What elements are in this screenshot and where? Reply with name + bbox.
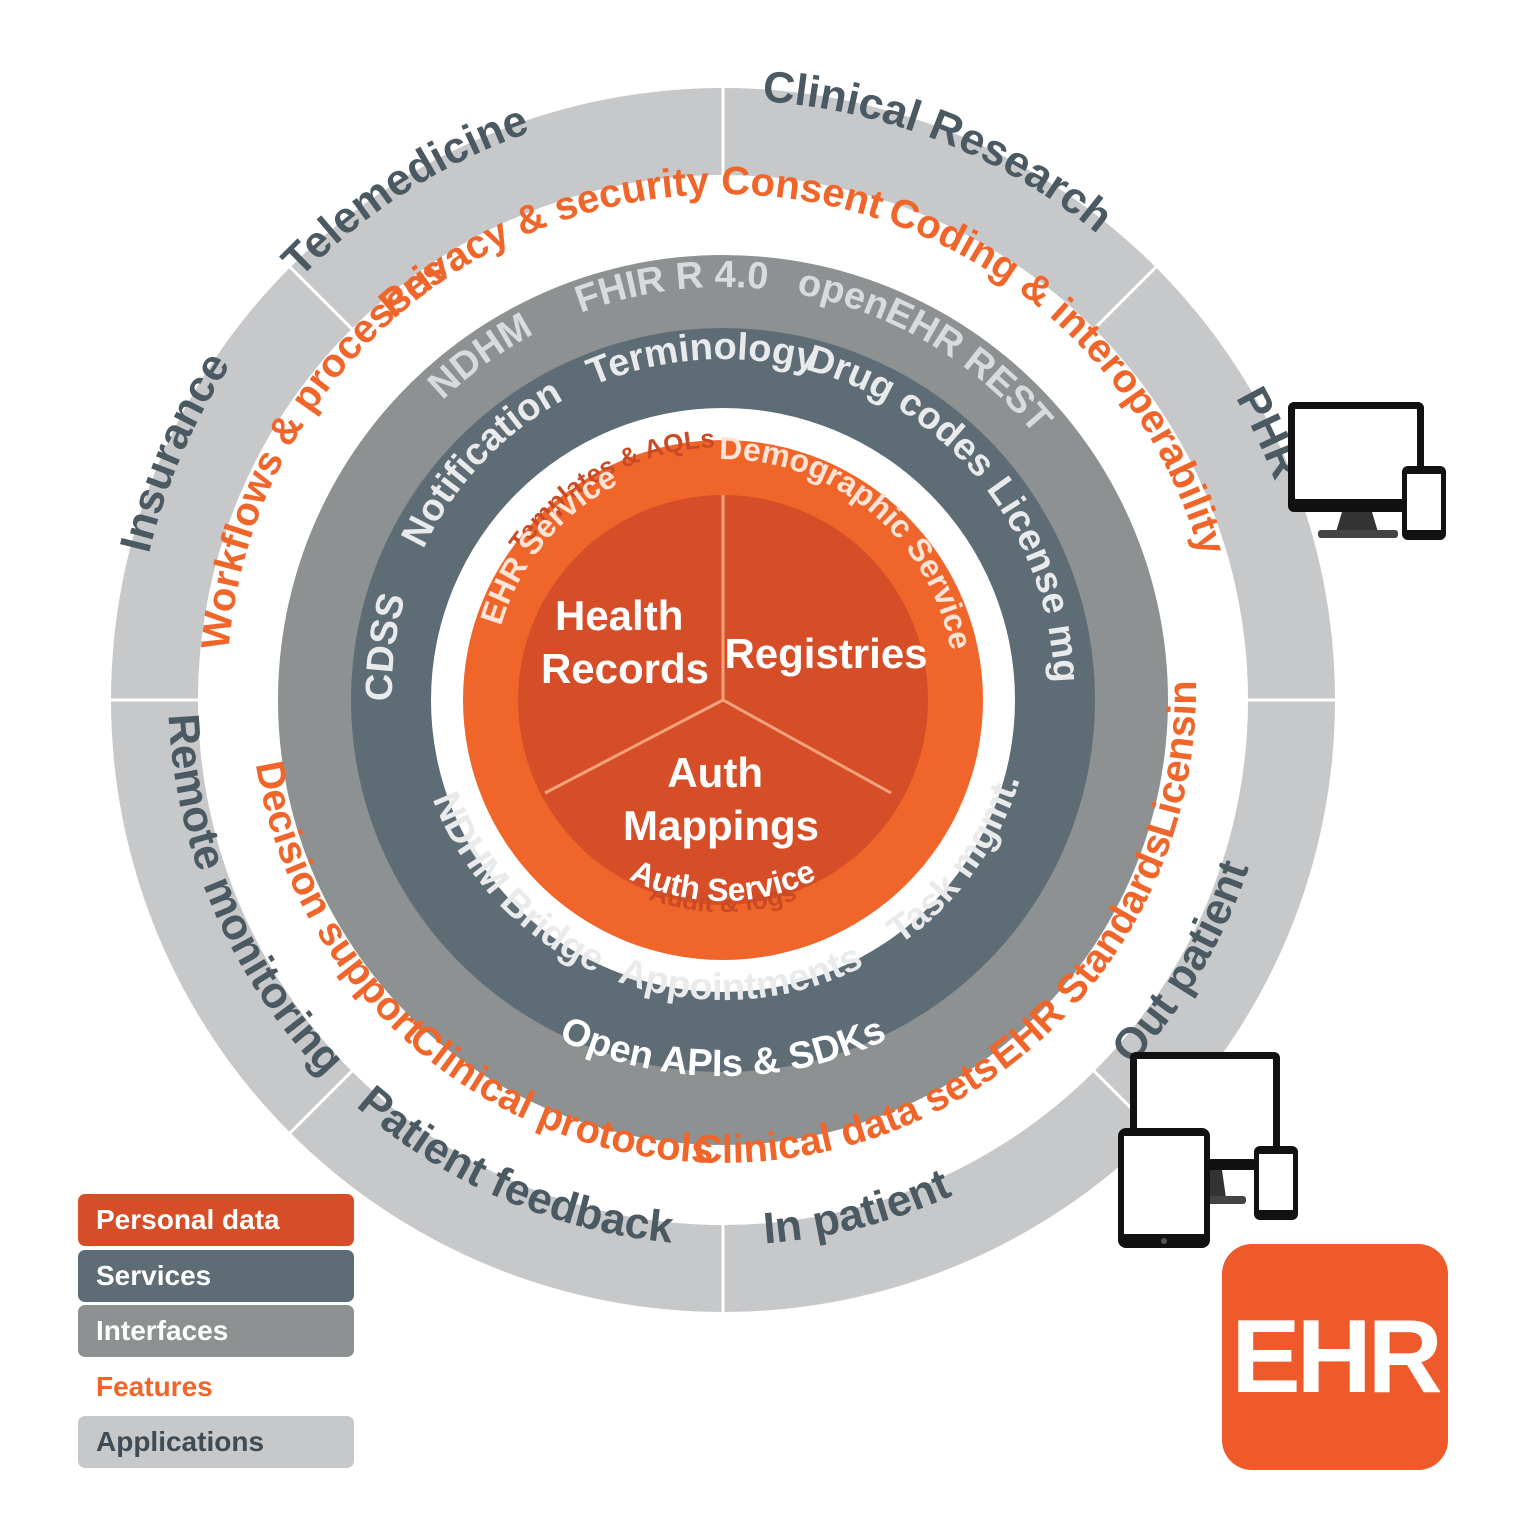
legend-interfaces: Interfaces <box>78 1305 354 1357</box>
desktop-and-phone-icon <box>1288 402 1446 540</box>
legend-services: Services <box>78 1249 354 1302</box>
legend-personal-data: Personal data <box>78 1194 354 1246</box>
core-registries: Registries <box>724 630 927 677</box>
multi-device-icon <box>1118 1052 1298 1248</box>
applications-divider <box>286 1066 357 1137</box>
legend-applications: Applications <box>78 1416 354 1468</box>
core-dividers <box>544 495 892 795</box>
applications-divider <box>286 263 357 334</box>
core-auth-mappings: Auth Mappings <box>623 749 819 849</box>
legend-features: Features <box>96 1370 213 1402</box>
applications-divider <box>1089 263 1160 334</box>
core-health-records: Health Records <box>541 592 709 692</box>
legend: Personal data Services Interfaces Featur… <box>78 1194 354 1472</box>
ehr-logo: EHR <box>1222 1244 1448 1470</box>
